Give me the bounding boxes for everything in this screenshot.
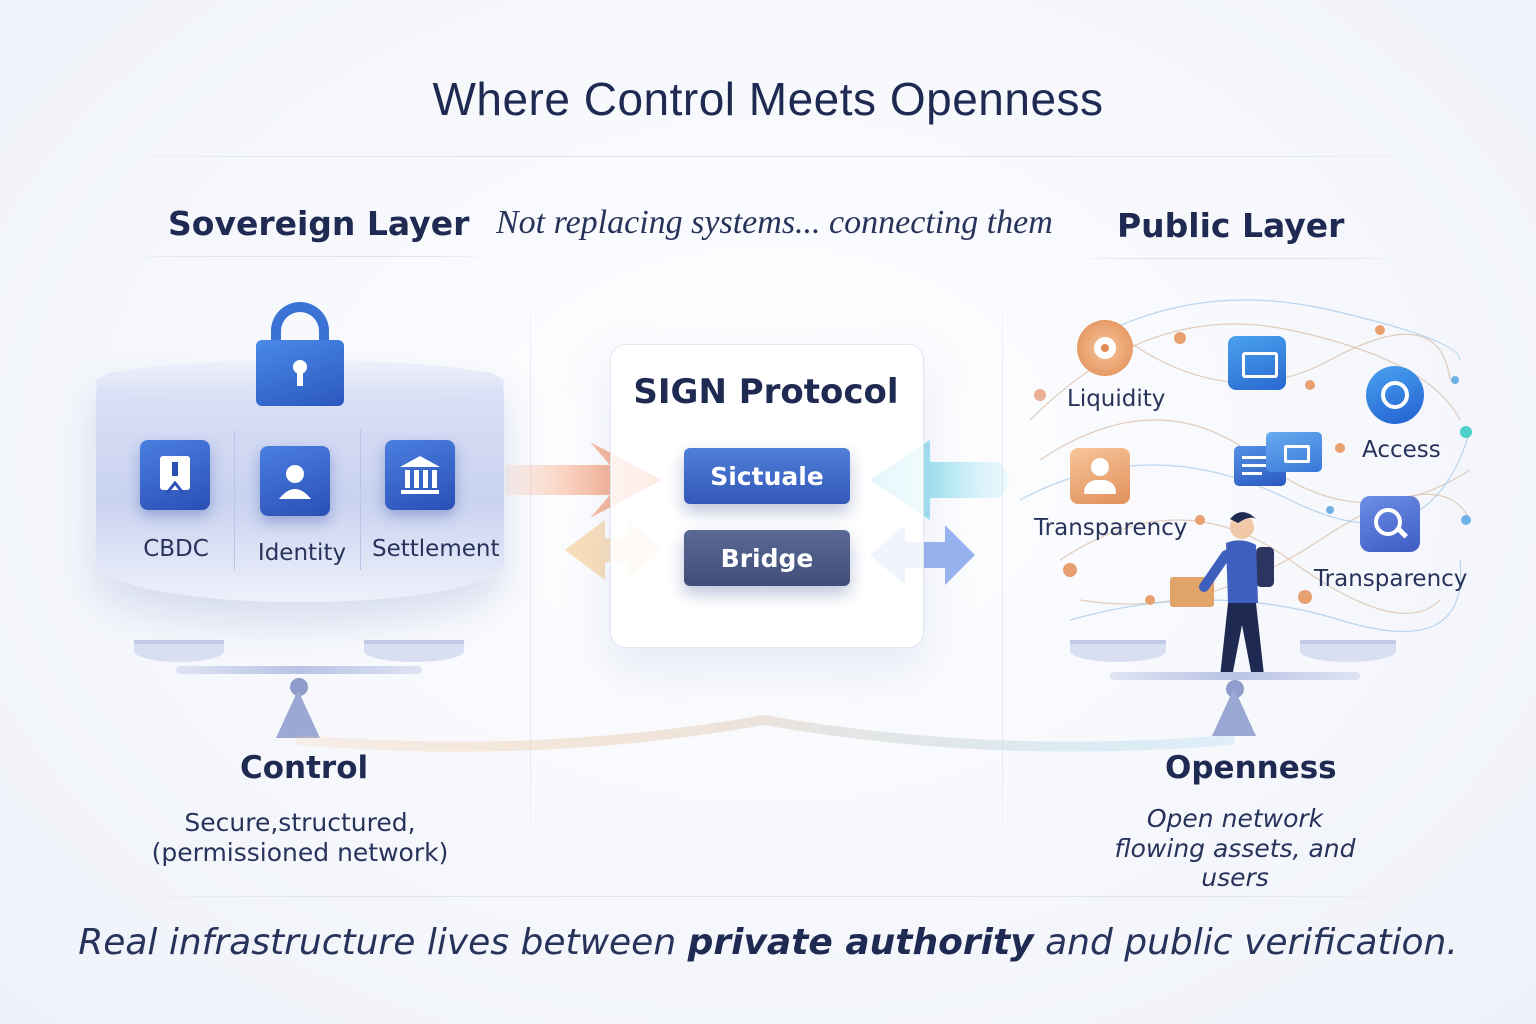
left-header-underline xyxy=(130,256,490,257)
card-icon[interactable] xyxy=(1266,432,1322,472)
transparency-user-icon[interactable] xyxy=(1070,448,1130,504)
control-line-2: (permissioned network) xyxy=(151,838,449,867)
bridge-button[interactable]: Bridge xyxy=(684,530,850,586)
title-divider xyxy=(70,156,1466,157)
search-icon[interactable] xyxy=(1360,496,1420,552)
left-scale-beam xyxy=(176,666,422,674)
sign-protocol-title: SIGN Protocol xyxy=(633,372,899,412)
right-header-underline xyxy=(1078,258,1398,259)
settlement-icon[interactable] xyxy=(385,440,455,510)
control-heading: Control xyxy=(240,750,369,786)
left-scale-pan xyxy=(134,640,224,662)
access-icon[interactable] xyxy=(1366,366,1424,424)
liquidity-label: Liquidity xyxy=(1067,386,1166,412)
network-dots xyxy=(1034,325,1472,605)
footer-divider xyxy=(100,896,1436,897)
cbdc-icon[interactable] xyxy=(140,440,210,510)
page-title: Where Control Meets Openness xyxy=(432,73,1104,125)
lock-icon xyxy=(271,302,329,358)
left-scale-stand xyxy=(276,690,320,738)
right-scale-stand xyxy=(1212,688,1256,736)
right-scale-pan xyxy=(1070,640,1166,662)
public-layer-header: Public Layer xyxy=(1117,206,1345,245)
lock-icon-body xyxy=(256,340,344,406)
right-scale-beam xyxy=(1110,672,1360,680)
sovereign-separator xyxy=(360,430,361,570)
footer-statement: Real infrastructure lives between privat… xyxy=(0,922,1536,963)
column-divider-right xyxy=(1002,260,1003,880)
left-scale-pan xyxy=(364,640,464,662)
footer-part-1: Real infrastructure lives between xyxy=(78,922,688,963)
footer-emphasis: private authority xyxy=(687,922,1034,963)
tagline: Not replacing systems... connecting them xyxy=(496,204,1053,241)
settlement-label: Settlement xyxy=(372,536,500,562)
person-carrying-box-icon xyxy=(1170,512,1274,677)
openness-line-2: flowing assets, and users xyxy=(1114,834,1356,892)
openness-heading: Openness xyxy=(1165,750,1337,786)
liquidity-icon[interactable] xyxy=(1077,320,1133,376)
sictuale-button[interactable]: Sictuale xyxy=(684,448,850,504)
access-label: Access xyxy=(1362,437,1441,463)
sovereign-layer-header: Sovereign Layer xyxy=(168,204,470,243)
right-scale-pan xyxy=(1300,640,1396,662)
openness-line-1: Open network xyxy=(1146,804,1324,833)
identity-label: Identity xyxy=(257,540,347,566)
control-line-1: Secure,structured, xyxy=(184,808,416,837)
column-divider-left xyxy=(530,260,531,880)
transparency-label-2: Transparency xyxy=(1314,566,1468,592)
identity-icon[interactable] xyxy=(260,446,330,516)
footer-part-2: and public verification. xyxy=(1033,922,1458,963)
wallet-icon[interactable] xyxy=(1228,336,1286,390)
balance-arc xyxy=(295,714,1235,752)
sovereign-separator xyxy=(234,430,235,570)
cbdc-label: CBDC xyxy=(143,536,209,562)
transparency-label-1: Transparency xyxy=(1034,515,1188,541)
